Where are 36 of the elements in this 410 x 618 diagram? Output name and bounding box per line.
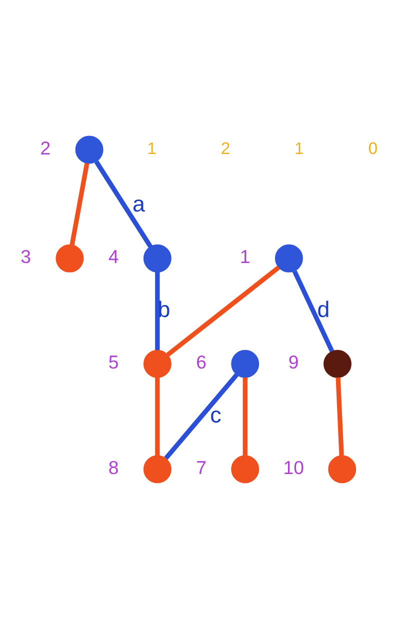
edge-label: c <box>210 402 222 427</box>
node-label: 2 <box>40 136 51 158</box>
node-circle <box>75 135 104 164</box>
connector <box>70 162 90 245</box>
node-circle <box>323 349 352 378</box>
label: 1 <box>147 138 156 158</box>
node-label: 1 <box>240 246 250 267</box>
node-label: 6 <box>196 351 206 372</box>
connector <box>94 160 152 248</box>
connector <box>292 270 334 352</box>
node-label: 7 <box>196 456 206 478</box>
node-label: 4 <box>108 246 119 267</box>
connector <box>155 272 160 350</box>
node-label: 8 <box>108 456 119 478</box>
node-label: 5 <box>108 351 119 372</box>
node-circle <box>328 454 356 483</box>
node-circle <box>274 244 303 272</box>
connector <box>164 372 238 460</box>
label: 2 <box>220 138 230 158</box>
node-circle <box>56 244 84 272</box>
node-label: 9 <box>288 351 299 372</box>
label: 0 <box>368 138 378 158</box>
node-circle <box>143 349 172 378</box>
connector <box>155 376 160 456</box>
node-label: 10 <box>283 456 304 478</box>
connector <box>166 265 280 356</box>
node-circle <box>143 454 172 483</box>
node-circle <box>231 454 260 483</box>
node-circle <box>231 349 260 378</box>
node-label: 3 <box>20 246 32 267</box>
node-circle <box>143 244 172 272</box>
edge-label: d <box>317 296 330 322</box>
edge-label: a <box>132 190 145 216</box>
connector <box>242 376 248 456</box>
connector <box>336 376 344 456</box>
label: 1 <box>294 138 304 158</box>
